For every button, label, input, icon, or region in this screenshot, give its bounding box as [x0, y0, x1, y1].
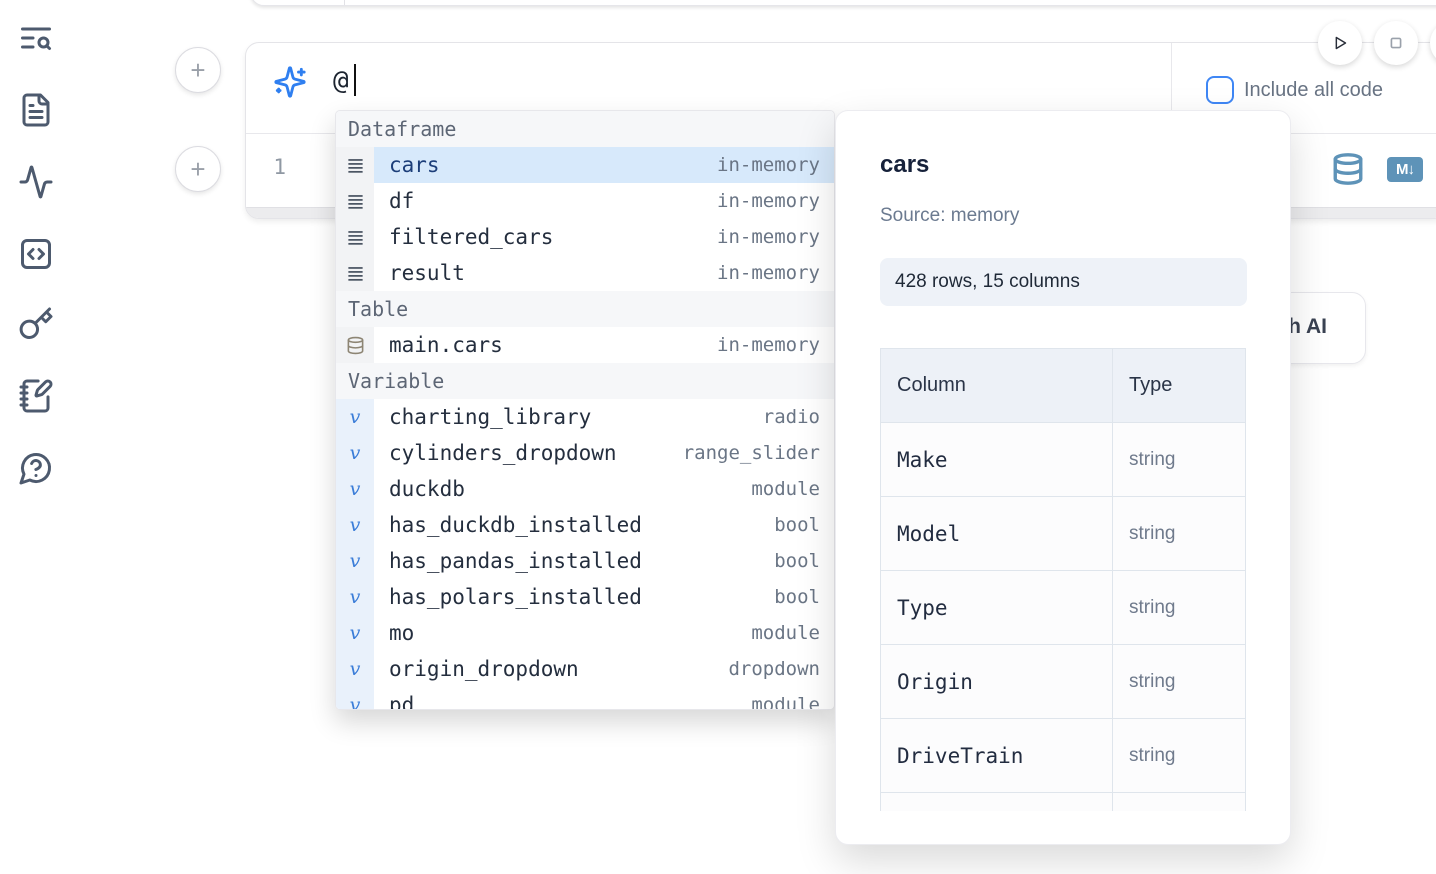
schema-row: Make string [880, 422, 1246, 497]
notebook-pen-icon[interactable] [18, 378, 54, 414]
schema-row: Origin string [880, 644, 1246, 719]
variable-icon: v [336, 399, 374, 435]
variable-icon: v [336, 543, 374, 579]
autocomplete-item-mo[interactable]: v mo module [336, 615, 834, 651]
previous-cell-divider [344, 0, 345, 5]
variable-icon: v [336, 471, 374, 507]
autocomplete-item-has-pandas-installed[interactable]: v has_pandas_installed bool [336, 543, 834, 579]
activity-icon[interactable] [18, 164, 54, 200]
icon-sidebar [0, 0, 72, 874]
divider [1171, 43, 1172, 134]
autocomplete-item-origin-dropdown[interactable]: v origin_dropdown dropdown [336, 651, 834, 687]
autocomplete-item-duckdb[interactable]: v duckdb module [336, 471, 834, 507]
schema-row: Model string [880, 496, 1246, 571]
schema-table-wrap: Column Type Make string Model string Typ… [880, 348, 1246, 811]
database-icon[interactable] [1331, 151, 1365, 187]
sparkles-icon [273, 65, 307, 99]
autocomplete-item-has-polars-installed[interactable]: v has_polars_installed bool [336, 579, 834, 615]
table-database-icon [336, 327, 374, 363]
autocomplete-item-main-cars[interactable]: main.cars in-memory [336, 327, 834, 363]
dataframe-rows-icon [336, 183, 374, 219]
autocomplete-item-charting-library[interactable]: v charting_library radio [336, 399, 834, 435]
schema-header-column: Column [880, 348, 1113, 423]
markdown-icon[interactable]: M↓ [1387, 157, 1423, 182]
autocomplete-item-cars[interactable]: cars in-memory [336, 147, 834, 183]
stop-icon [1390, 37, 1402, 49]
variable-icon: v [336, 435, 374, 471]
section-header-dataframe: Dataframe [336, 111, 834, 147]
variable-icon: v [336, 507, 374, 543]
include-all-code-label[interactable]: Include all code [1244, 79, 1383, 101]
play-icon [1335, 36, 1347, 50]
include-all-code-checkbox[interactable] [1206, 76, 1234, 104]
schema-header-type: Type [1112, 348, 1246, 423]
popup-title: cars [880, 151, 930, 178]
autocomplete-item-result[interactable]: result in-memory [336, 255, 834, 291]
dataframe-rows-icon [336, 219, 374, 255]
dataframe-rows-icon [336, 255, 374, 291]
add-cell-below-button[interactable]: + [175, 146, 221, 192]
dataframe-rows-icon [336, 147, 374, 183]
stop-button[interactable] [1374, 21, 1418, 65]
key-icon[interactable] [18, 306, 54, 342]
schema-header-row: Column Type [880, 348, 1246, 423]
code-square-icon[interactable] [18, 236, 54, 272]
previous-cell-edge [250, 0, 1436, 6]
section-header-table: Table [336, 291, 834, 327]
autocomplete-item-has-duckdb-installed[interactable]: v has_duckdb_installed bool [336, 507, 834, 543]
ai-prompt-input[interactable]: @ [333, 66, 349, 96]
schema-row: Type string [880, 570, 1246, 645]
file-text-icon[interactable] [18, 92, 54, 128]
autocomplete-dropdown: Dataframe cars in-memory df in-memory fi… [335, 110, 835, 710]
variable-icon: v [336, 615, 374, 651]
run-cell-button[interactable] [1318, 21, 1362, 65]
schema-table: Column Type Make string Model string Typ… [880, 348, 1246, 811]
section-header-variable: Variable [336, 363, 834, 399]
list-search-icon[interactable] [18, 20, 54, 56]
help-chat-icon[interactable] [18, 450, 54, 486]
autocomplete-item-cylinders-dropdown[interactable]: v cylinders_dropdown range_slider [336, 435, 834, 471]
extra-run-control-button[interactable] [1430, 21, 1436, 65]
popup-summary-badge: 428 rows, 15 columns [880, 258, 1247, 306]
autocomplete-item-df[interactable]: df in-memory [336, 183, 834, 219]
schema-row-partial [880, 792, 1246, 811]
variable-icon: v [336, 651, 374, 687]
autocomplete-item-filtered-cars[interactable]: filtered_cars in-memory [336, 219, 834, 255]
autocomplete-item-pd[interactable]: v pd module [336, 687, 834, 709]
add-cell-above-button[interactable]: + [175, 47, 221, 93]
dataframe-detail-popup: cars Source: memory 428 rows, 15 columns… [835, 110, 1291, 845]
variable-icon: v [336, 579, 374, 615]
schema-row: DriveTrain string [880, 718, 1246, 793]
popup-source: Source: memory [880, 205, 1020, 226]
text-cursor [354, 64, 356, 96]
line-number: 1 [273, 155, 286, 179]
variable-icon: v [336, 687, 374, 709]
